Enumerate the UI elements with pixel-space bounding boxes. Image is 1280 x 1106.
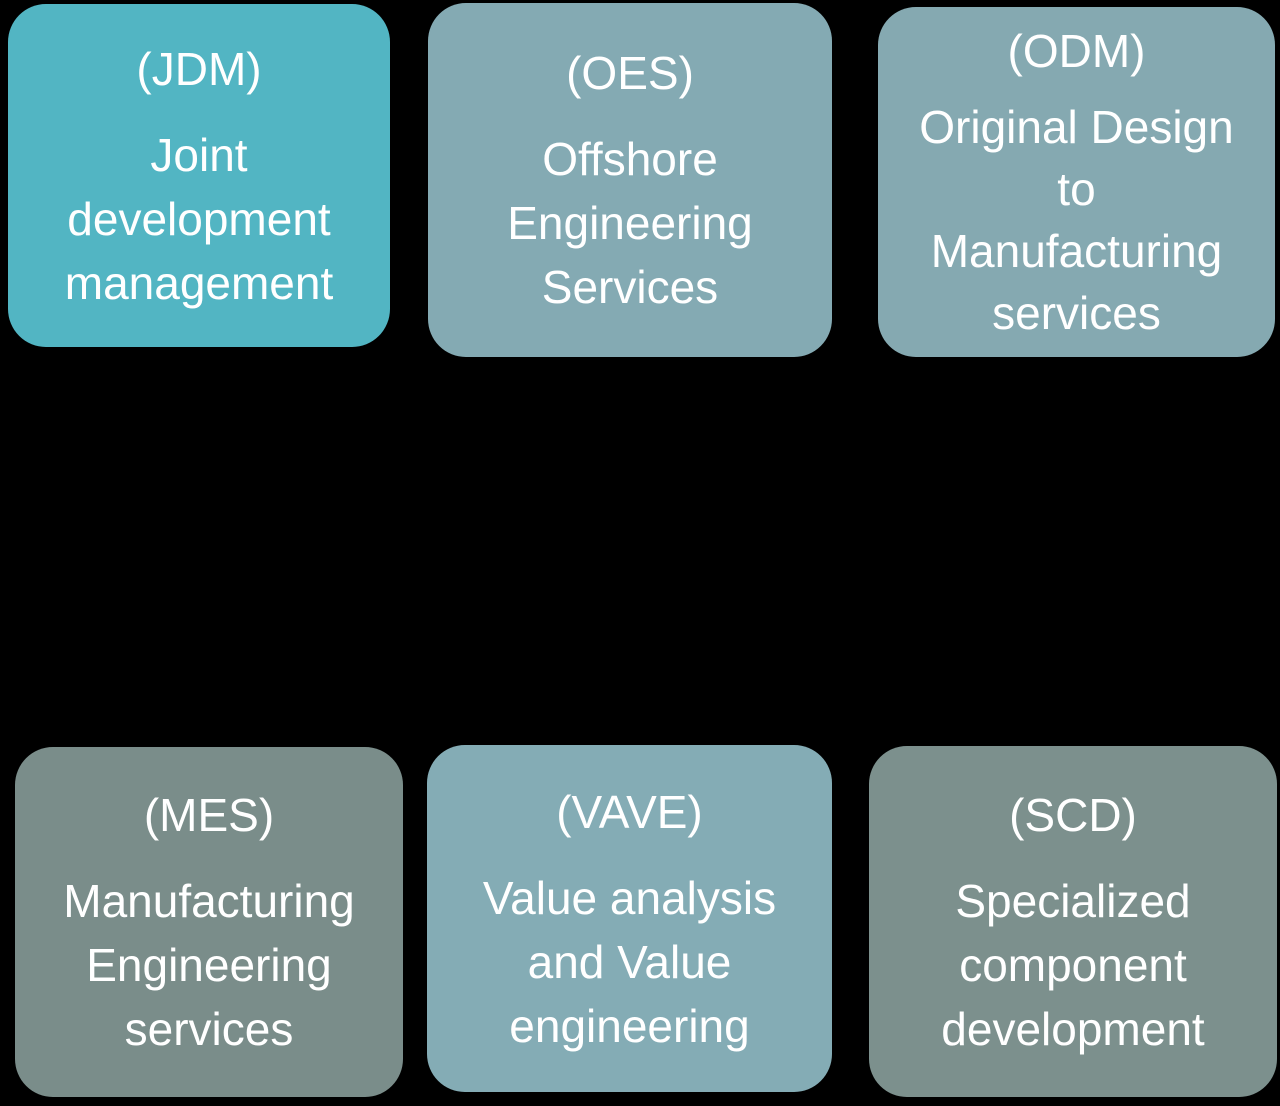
service-box-mes: (MES) Manufacturing Engineering services [15,747,403,1097]
service-abbr-oes: (OES) [566,47,694,99]
service-label-odm: Original Design to Manufacturing service… [919,101,1234,339]
service-abbr-vave: (VAVE) [556,785,703,838]
service-abbr-mes: (MES) [143,789,275,841]
service-box-jdm: (JDM) Joint development management [8,4,390,347]
service-box-vave: (VAVE) Value analysis and Value engineer… [427,745,832,1092]
service-label-mes: Manufacturing Engineering services [63,875,355,1055]
service-box-odm: (ODM) Original Design to Manufacturing s… [878,7,1275,357]
service-box-oes: (OES) Offshore Engineering Services [428,3,832,357]
service-label-oes: Offshore Engineering Services [507,133,753,313]
service-label-scd: Specialized component development [941,874,1205,1055]
service-abbr-odm: (ODM) [1007,25,1146,77]
service-abbr-jdm: (JDM) [136,42,262,95]
service-box-scd: (SCD) Specialized component development [869,746,1277,1097]
service-label-vave: Value analysis and Value engineering [482,871,777,1052]
service-label-jdm: Joint development management [64,128,334,309]
service-abbr-scd: (SCD) [1009,788,1137,841]
